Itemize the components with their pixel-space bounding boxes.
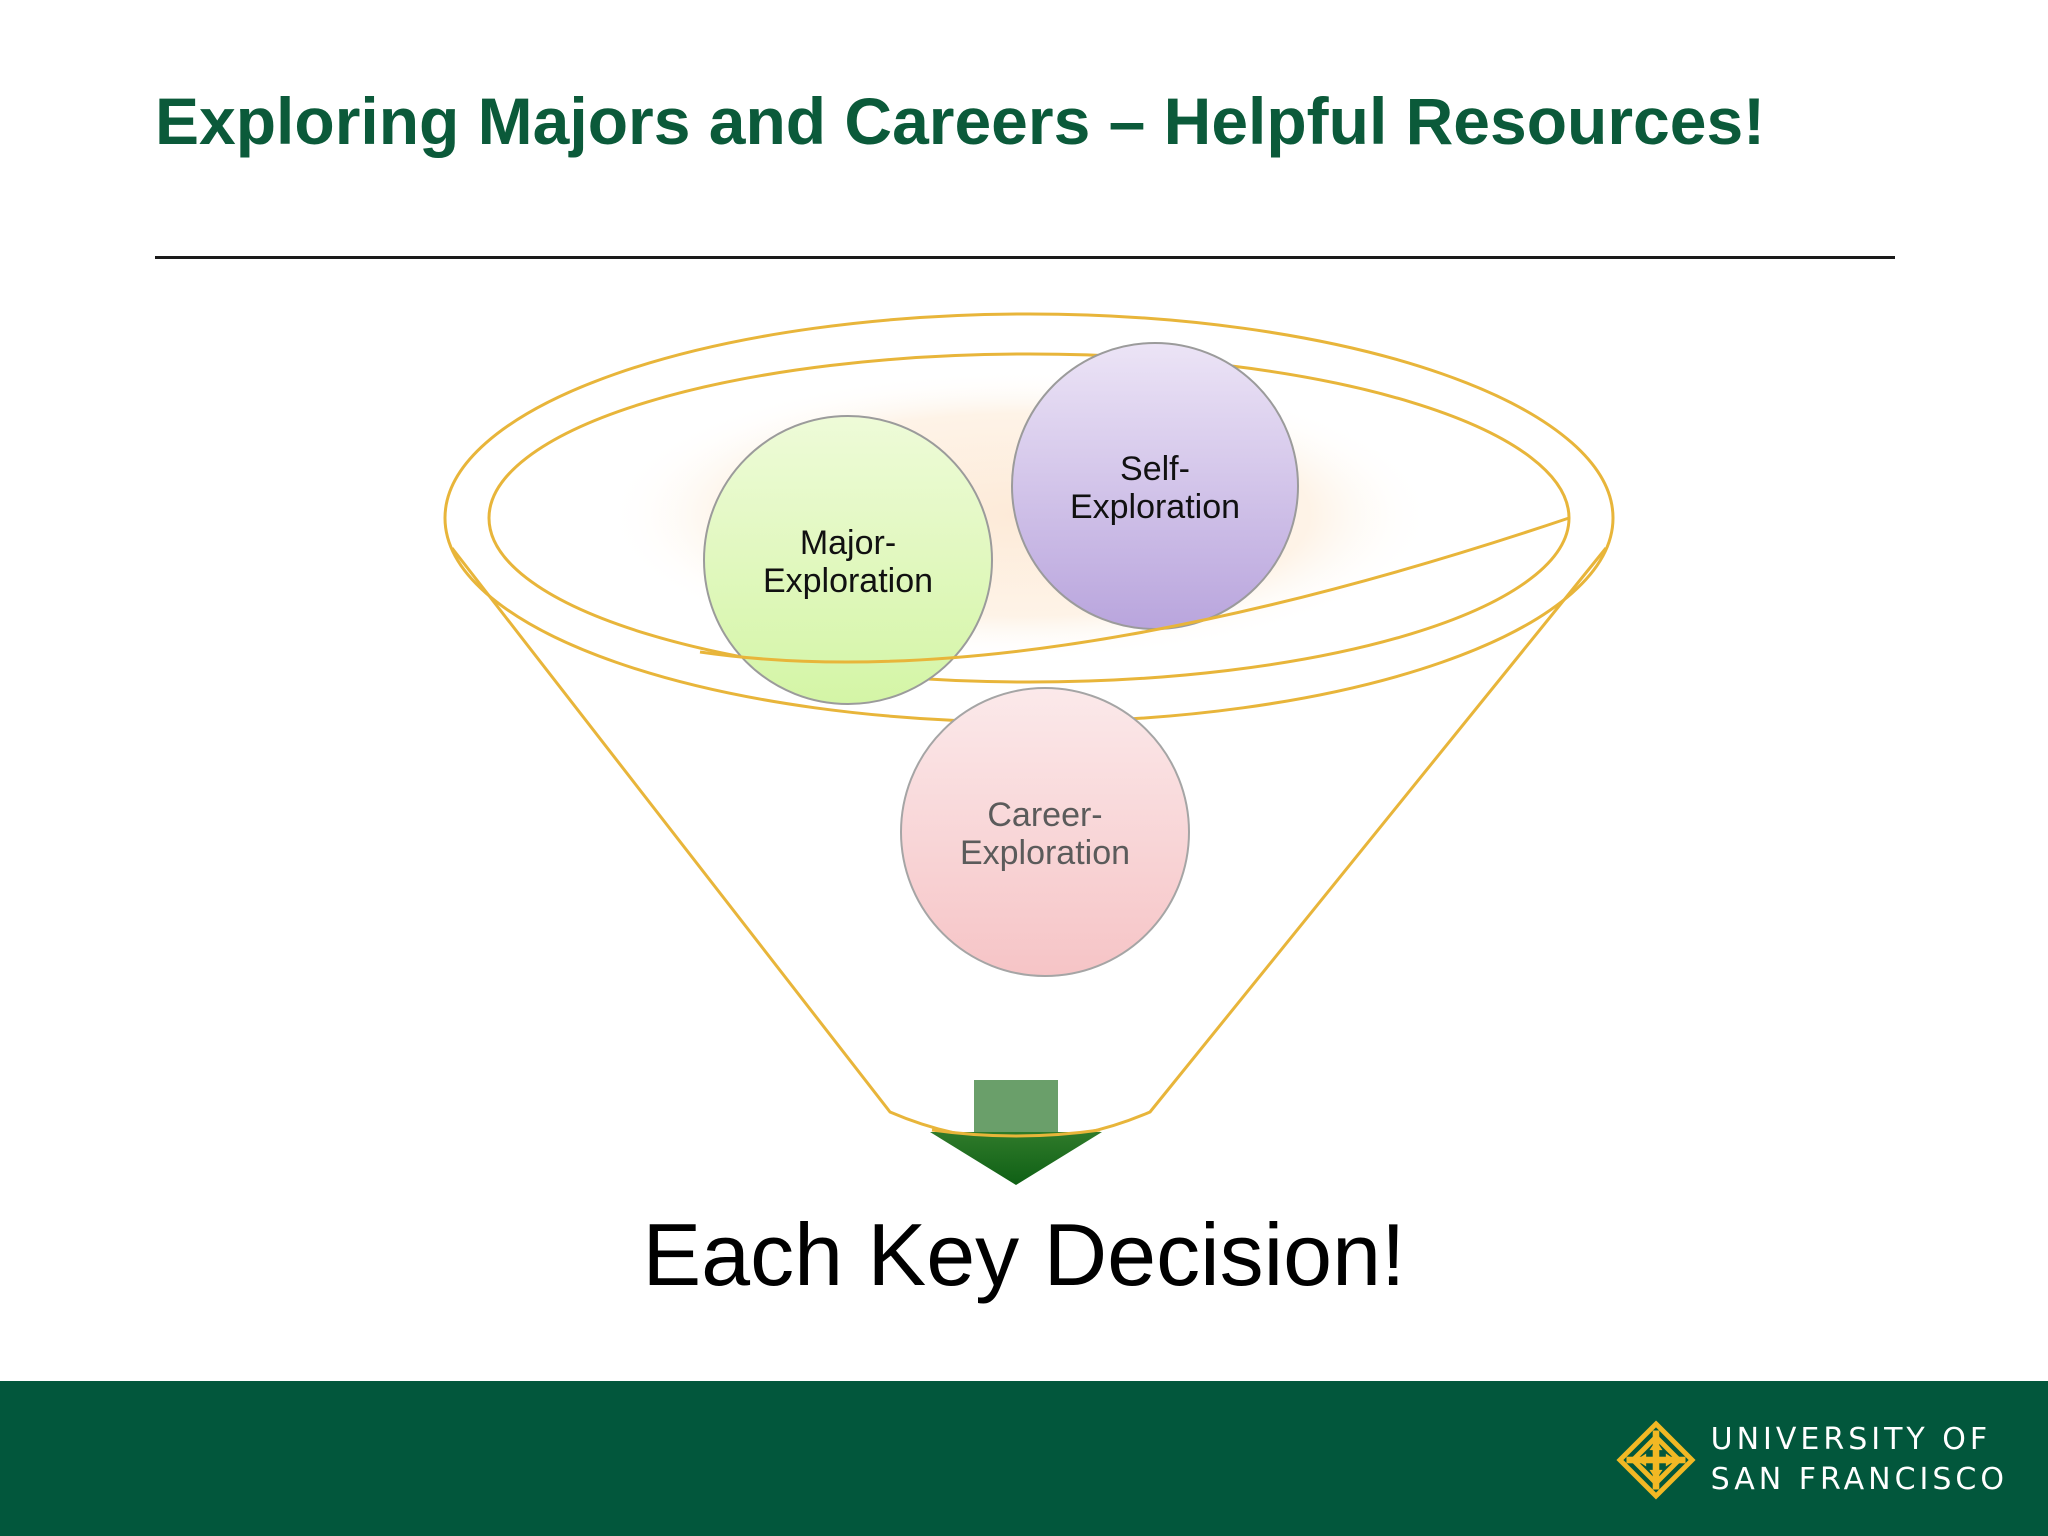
- footer-bar: UNIVERSITY OF SAN FRANCISCO: [0, 1381, 2048, 1536]
- usf-crest-icon: [1616, 1420, 1696, 1500]
- bubble-major-line1: Major-: [800, 524, 896, 562]
- bubble-major-line2: Exploration: [763, 562, 933, 600]
- bubble-self-exploration: Self- Exploration: [1011, 342, 1299, 630]
- funnel-rim-front: [699, 516, 1570, 664]
- bubble-career-exploration: Career- Exploration: [900, 687, 1190, 977]
- title-divider: [155, 256, 1895, 259]
- usf-wordmark: UNIVERSITY OF SAN FRANCISCO: [1711, 1420, 2008, 1500]
- bubble-career-line1: Career-: [987, 796, 1102, 834]
- slide-title: Exploring Majors and Careers – Helpful R…: [155, 84, 1766, 158]
- bubble-self-line2: Exploration: [1070, 488, 1240, 526]
- usf-logo: UNIVERSITY OF SAN FRANCISCO: [1615, 1419, 2008, 1501]
- logo-line-1: UNIVERSITY OF: [1710, 1422, 1992, 1457]
- bubble-career-line2: Exploration: [960, 834, 1130, 872]
- conclusion-text: Each Key Decision!: [642, 1205, 1406, 1304]
- funnel-diagram: Self- Exploration Major- Exploration Car…: [443, 312, 1615, 1185]
- bubble-major-exploration: Major- Exploration: [703, 415, 993, 705]
- down-arrow-icon: [930, 1080, 1102, 1185]
- funnel-spout: [931, 1128, 1101, 1138]
- logo-line-2: SAN FRANCISCO: [1710, 1462, 2008, 1497]
- bubble-self-line1: Self-: [1120, 450, 1190, 488]
